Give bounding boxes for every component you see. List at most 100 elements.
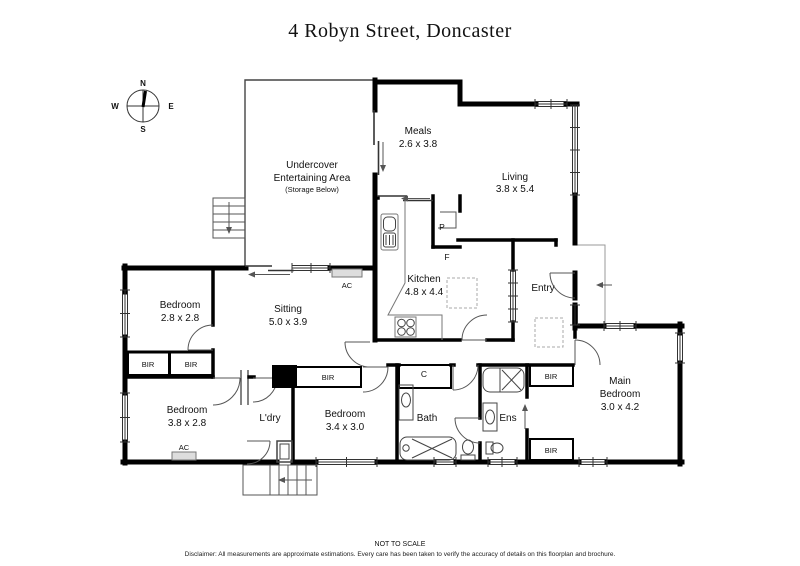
slider-arrow bbox=[248, 271, 290, 278]
window bbox=[675, 332, 685, 364]
robe-label: BIR bbox=[545, 372, 558, 381]
fixtures bbox=[171, 200, 564, 463]
bedroom1-label: Bedroom bbox=[160, 300, 201, 311]
door-arc bbox=[187, 324, 214, 351]
living-label: Living bbox=[502, 172, 528, 183]
window bbox=[291, 263, 331, 273]
stairs-lower bbox=[242, 464, 318, 496]
window bbox=[570, 304, 580, 326]
window bbox=[570, 104, 580, 196]
cupboard-label: C bbox=[421, 369, 427, 379]
wardrobes bbox=[127, 351, 574, 461]
pantry-label: P bbox=[439, 222, 445, 232]
window bbox=[603, 321, 637, 331]
skylight-dashed bbox=[534, 317, 564, 348]
window bbox=[315, 457, 378, 467]
aircon-unit bbox=[331, 268, 363, 278]
window bbox=[508, 269, 518, 323]
north-needle bbox=[141, 90, 147, 108]
door-arc bbox=[452, 364, 479, 391]
sitting-label: Sitting bbox=[274, 304, 302, 315]
entry-arrow bbox=[596, 282, 612, 288]
robe-label: BIR bbox=[545, 446, 558, 455]
door-arc bbox=[362, 366, 389, 393]
kitchen-bench bbox=[387, 200, 443, 340]
pantry-shelf bbox=[438, 211, 457, 229]
door-arc bbox=[461, 314, 488, 341]
entry-porch-outline bbox=[577, 244, 606, 324]
compass-icon bbox=[126, 89, 160, 123]
hall-cupboard bbox=[398, 364, 452, 389]
ensuite-label: Ens bbox=[499, 413, 516, 424]
door-arc bbox=[344, 341, 371, 368]
aircon-label: AC bbox=[342, 281, 353, 290]
window bbox=[487, 457, 518, 467]
living-dims: 3.8 x 5.4 bbox=[496, 184, 535, 195]
windows bbox=[120, 99, 685, 467]
stairs-upper bbox=[212, 197, 246, 239]
bedroom2-label: Bedroom bbox=[167, 405, 208, 416]
door-arc bbox=[246, 440, 271, 465]
disclaimer: Disclaimer: All measurements are approxi… bbox=[185, 551, 616, 558]
toilet-icon bbox=[460, 439, 476, 461]
sliding-door bbox=[373, 110, 380, 175]
sliding-doors bbox=[245, 110, 433, 272]
window bbox=[578, 457, 608, 467]
sliding-door bbox=[245, 265, 294, 272]
window bbox=[534, 99, 568, 109]
kitchen-label: Kitchen bbox=[407, 274, 440, 285]
scale-note: NOT TO SCALE bbox=[375, 541, 426, 548]
compass-east-label: E bbox=[168, 102, 174, 111]
stairs-down-arrow bbox=[226, 227, 232, 234]
front-door-arc bbox=[549, 272, 576, 299]
door-arc bbox=[574, 339, 601, 366]
bedroom3-label: Bedroom bbox=[325, 409, 366, 420]
door-arc bbox=[454, 417, 481, 444]
fixture-labels: P F C AC AC BIR BIR BIR BIR BIR bbox=[142, 222, 558, 455]
robe-bedroom1-b bbox=[169, 351, 214, 376]
undercover-label2: Entertaining Area bbox=[274, 173, 351, 184]
cooktop-icon bbox=[394, 316, 417, 338]
door-arc bbox=[212, 377, 241, 406]
room-labels: Undercover Entertaining Area (Storage Be… bbox=[160, 126, 641, 433]
window bbox=[120, 392, 130, 443]
robe-label: BIR bbox=[142, 360, 155, 369]
undercover-label: Undercover bbox=[286, 160, 338, 171]
vanity-icon bbox=[482, 402, 498, 432]
skylight-dashed bbox=[446, 277, 478, 309]
arrows bbox=[248, 142, 612, 429]
doors bbox=[187, 272, 601, 465]
meals-dims: 2.6 x 3.8 bbox=[399, 139, 438, 150]
aircon-label: AC bbox=[179, 443, 190, 452]
sink-icon bbox=[380, 213, 399, 251]
sitting-dims: 5.0 x 3.9 bbox=[269, 317, 308, 328]
compass-west-label: W bbox=[111, 102, 119, 111]
bedroom2-dims: 3.8 x 2.8 bbox=[168, 418, 207, 429]
meals-label: Meals bbox=[405, 126, 432, 137]
bathtub-icon bbox=[399, 436, 457, 461]
toilet-icon bbox=[485, 441, 504, 455]
robe-label: BIR bbox=[322, 373, 335, 382]
bedroom3-dims: 3.4 x 3.0 bbox=[326, 422, 365, 433]
laundry-wall-stub bbox=[240, 370, 249, 405]
fridge-label: F bbox=[444, 252, 449, 262]
bathtub-icon bbox=[482, 367, 525, 393]
kitchen-dims: 4.8 x 4.4 bbox=[405, 287, 444, 298]
page-title: 4 Robyn Street, Doncaster bbox=[288, 20, 512, 42]
main-bedroom-dims: 3.0 x 4.2 bbox=[601, 402, 640, 413]
entry-label: Entry bbox=[531, 283, 554, 294]
stairs-exit-arrow bbox=[278, 477, 285, 483]
slider-arrow bbox=[380, 142, 386, 172]
chimney-block bbox=[272, 365, 297, 388]
robe-label: BIR bbox=[185, 360, 198, 369]
robe-main-a bbox=[529, 364, 574, 387]
main-bedroom-label: Main bbox=[609, 376, 631, 387]
vanity-icon bbox=[398, 384, 414, 421]
slider-arrow bbox=[401, 195, 430, 202]
undercover-note: (Storage Below) bbox=[285, 185, 339, 194]
laundry-label: L'dry bbox=[259, 413, 280, 424]
robe-main-b bbox=[529, 438, 574, 461]
aircon-unit bbox=[171, 451, 197, 461]
main-bedroom-label2: Bedroom bbox=[600, 389, 641, 400]
